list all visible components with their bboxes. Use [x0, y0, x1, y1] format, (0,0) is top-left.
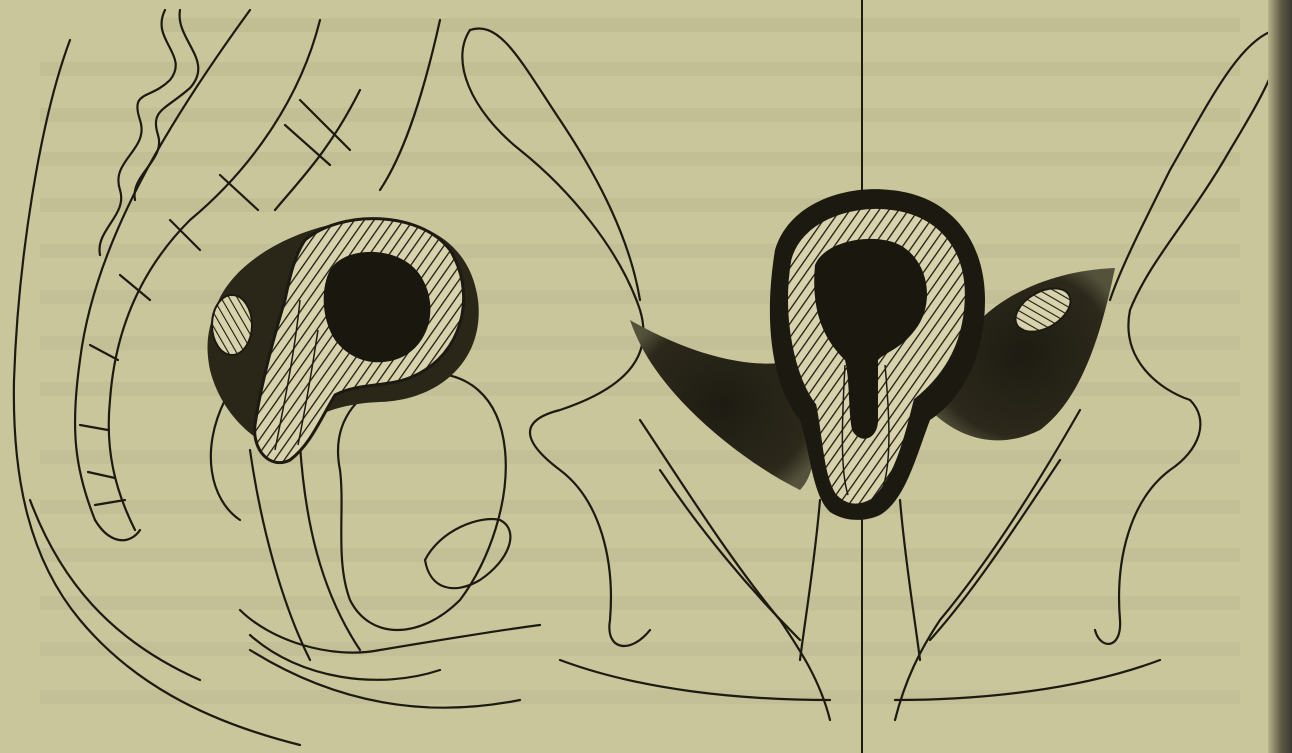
page-binding-edge — [1268, 0, 1292, 753]
ovary-hatched — [212, 295, 252, 355]
